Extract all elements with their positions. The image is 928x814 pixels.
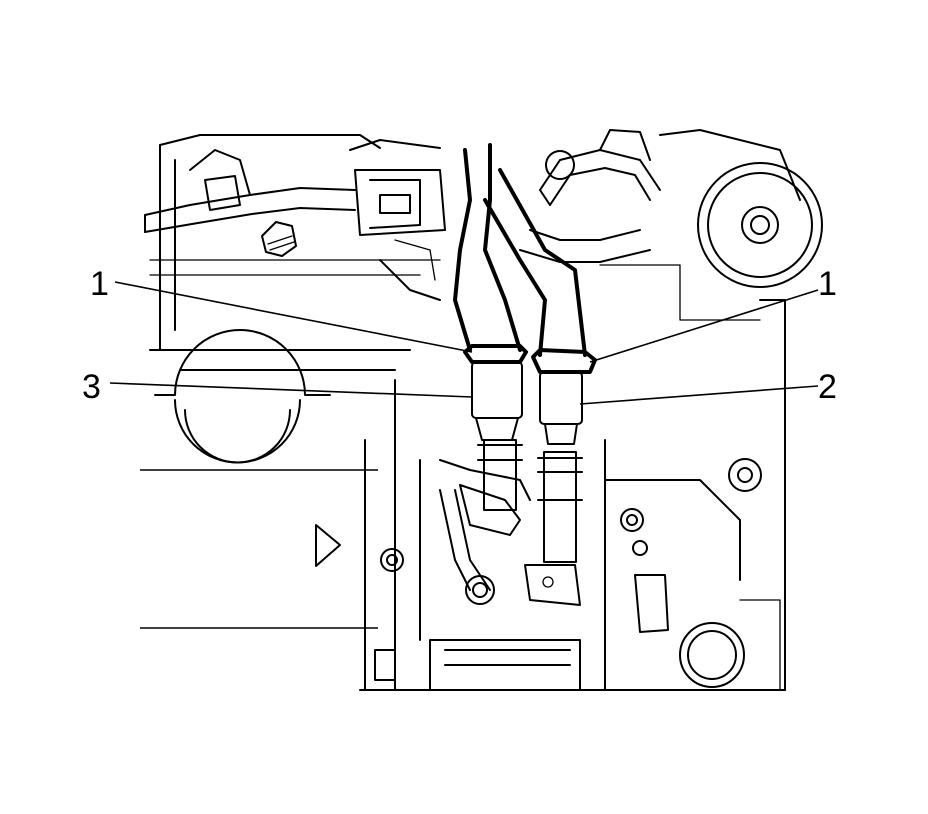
hose-left: [453, 143, 522, 352]
callout-3: 3: [82, 368, 101, 406]
callout-2: 2: [818, 368, 837, 406]
oil-filter: [697, 162, 823, 288]
bottom-housing: [419, 439, 762, 691]
lower-pipes: [439, 439, 583, 606]
upper-connectors: [349, 139, 446, 301]
callout-1-left: 1: [90, 265, 109, 303]
lower-left-cap: [149, 329, 411, 691]
clamp-right: [531, 348, 597, 445]
upper-left-hose: [144, 149, 356, 257]
upper-right-hose: [519, 129, 661, 263]
callout-leaders: [109, 281, 819, 405]
hose-right: [483, 168, 587, 357]
triangle-arrow-icon: [315, 524, 341, 567]
callout-1-right: 1: [818, 265, 837, 303]
clamp-left: [463, 344, 528, 441]
fill-cap: [679, 599, 781, 691]
left-leader-lines: [140, 469, 378, 629]
